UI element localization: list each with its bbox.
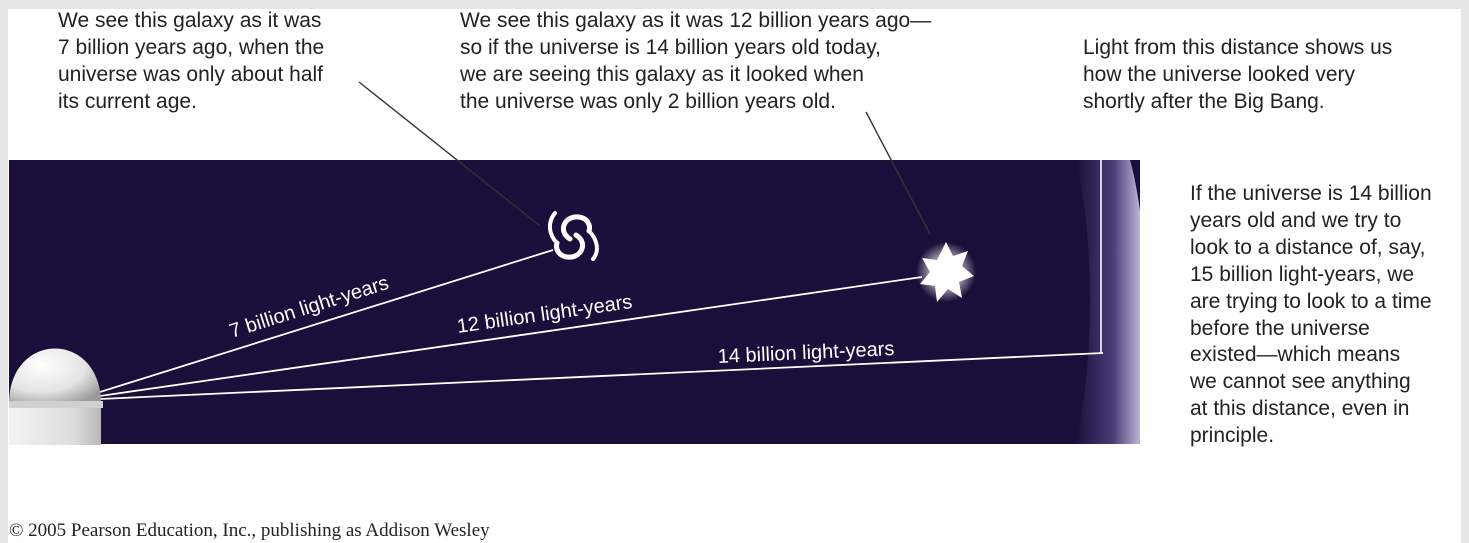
path-14 — [99, 352, 1104, 400]
observatory-dome-icon — [9, 348, 103, 445]
caption-12-billion: We see this galaxy as it was 12 billion … — [460, 9, 932, 113]
leader-lines — [358, 81, 931, 235]
spiral-galaxy-icon — [548, 211, 599, 261]
edge-fill — [1140, 160, 1170, 444]
path-7 — [99, 249, 554, 393]
caption-7-billion: We see this galaxy as it was 7 billion y… — [58, 9, 325, 113]
observable-edge — [1075, 160, 1160, 444]
path-12 — [99, 276, 923, 397]
caption-beyond-universe: If the universe is 14 billion years old … — [1190, 182, 1432, 448]
caption-big-bang: Light from this distance shows us how th… — [1083, 36, 1393, 113]
copyright-notice: © 2005 Pearson Education, Inc., publishi… — [9, 520, 490, 541]
space-band — [9, 160, 1169, 444]
young-galaxy-icon — [916, 242, 976, 302]
light-paths — [99, 249, 1104, 400]
leader-12 — [865, 111, 931, 235]
leader-7 — [358, 81, 541, 227]
